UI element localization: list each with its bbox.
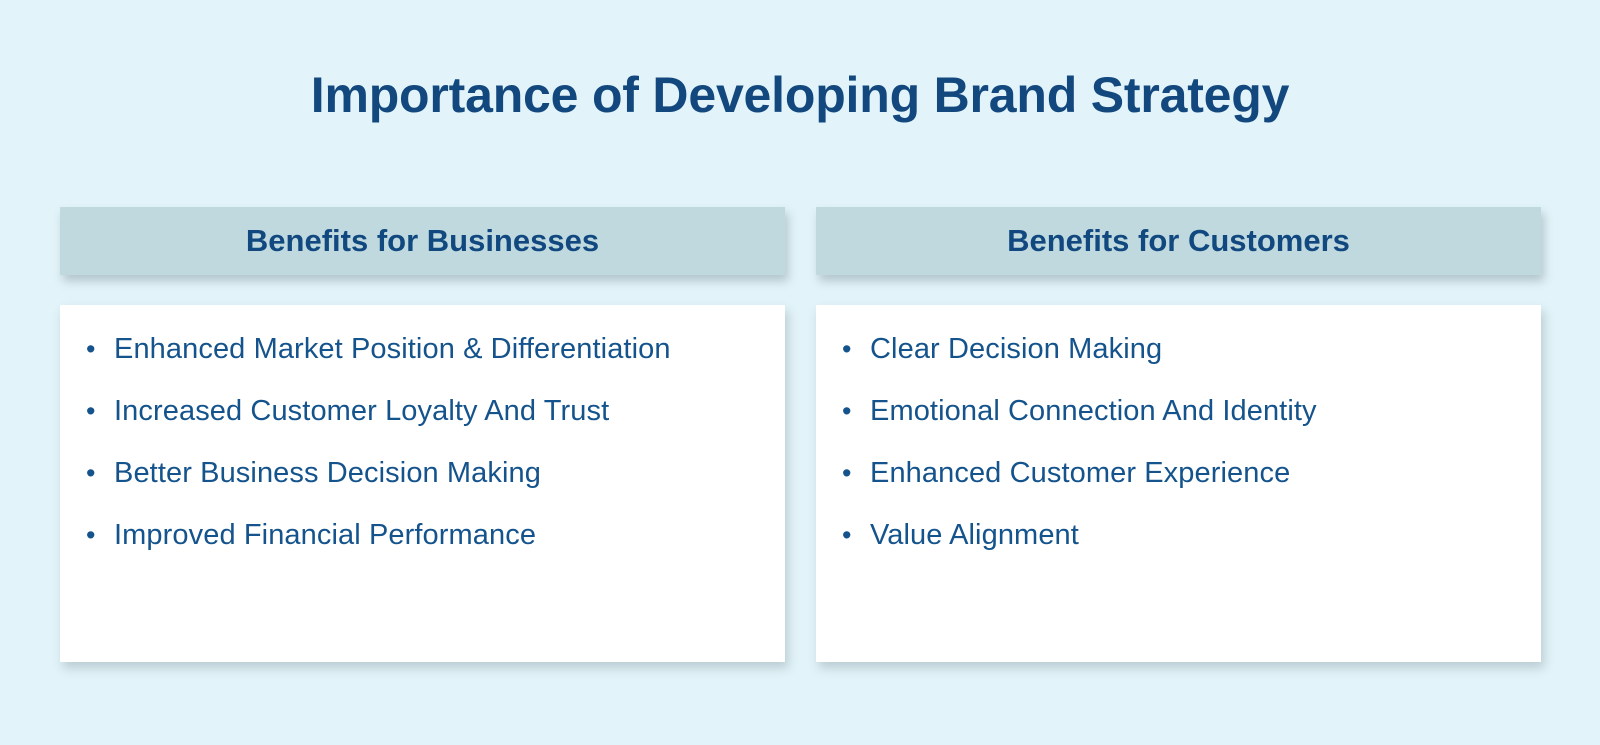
list-item: • Value Alignment xyxy=(842,513,1517,557)
page-title: Importance of Developing Brand Strategy xyxy=(310,67,1290,123)
list-item-label: Improved Financial Performance xyxy=(114,519,537,551)
column-benefits-for-businesses: Benefits for Businesses • Enhanced Marke… xyxy=(60,207,785,662)
list-item: • Improved Financial Performance xyxy=(86,513,761,557)
column-body-customers: • Clear Decision Making • Emotional Conn… xyxy=(816,305,1541,662)
bullet-dot-icon: • xyxy=(86,396,96,426)
column-header-businesses: Benefits for Businesses xyxy=(60,207,785,275)
list-item-label: Emotional Connection And Identity xyxy=(870,395,1317,427)
bullet-dot-icon: • xyxy=(842,520,852,550)
list-item: • Enhanced Market Position & Differentia… xyxy=(86,327,761,371)
list-item: • Better Business Decision Making xyxy=(86,451,761,495)
list-item: • Enhanced Customer Experience xyxy=(842,451,1517,495)
bullet-dot-icon: • xyxy=(842,458,852,488)
list-item-label: Better Business Decision Making xyxy=(114,457,542,489)
bullet-dot-icon: • xyxy=(86,520,96,550)
column-header-customers-label: Benefits for Customers xyxy=(1007,223,1350,259)
benefits-columns: Benefits for Businesses • Enhanced Marke… xyxy=(60,207,1541,662)
list-item: • Increased Customer Loyalty And Trust xyxy=(86,389,761,433)
list-item-label: Value Alignment xyxy=(870,519,1079,551)
list-item-label: Enhanced Customer Experience xyxy=(870,457,1291,489)
bullet-dot-icon: • xyxy=(842,396,852,426)
bullet-dot-icon: • xyxy=(86,458,96,488)
bullet-list-businesses: • Enhanced Market Position & Differentia… xyxy=(86,327,761,557)
list-item-label: Enhanced Market Position & Differentiati… xyxy=(114,333,671,365)
bullet-dot-icon: • xyxy=(86,334,96,364)
list-item-label: Increased Customer Loyalty And Trust xyxy=(114,395,610,427)
list-item-label: Clear Decision Making xyxy=(870,333,1163,365)
list-item: • Emotional Connection And Identity xyxy=(842,389,1517,433)
bullet-list-customers: • Clear Decision Making • Emotional Conn… xyxy=(842,327,1517,557)
column-body-businesses: • Enhanced Market Position & Differentia… xyxy=(60,305,785,662)
bullet-dot-icon: • xyxy=(842,334,852,364)
column-header-customers: Benefits for Customers xyxy=(816,207,1541,275)
list-item: • Clear Decision Making xyxy=(842,327,1517,371)
column-benefits-for-customers: Benefits for Customers • Clear Decision … xyxy=(816,207,1541,662)
column-header-businesses-label: Benefits for Businesses xyxy=(245,223,600,259)
